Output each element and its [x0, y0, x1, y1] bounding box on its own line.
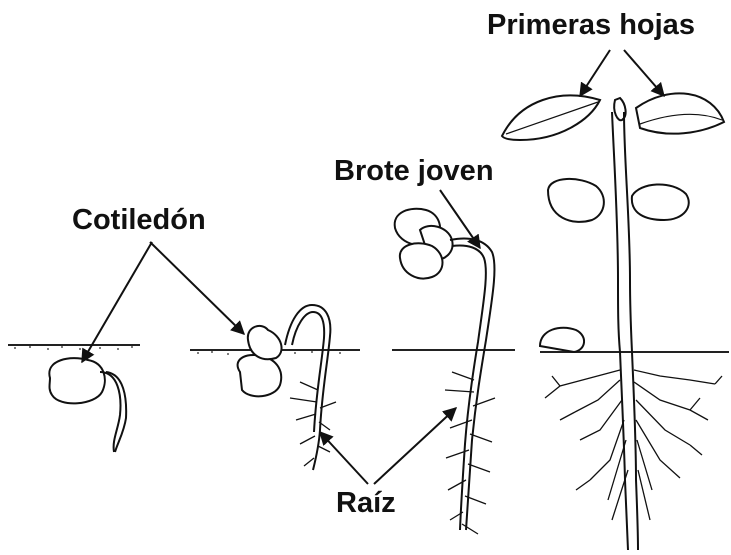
- seed-stage-2: [238, 305, 336, 470]
- seed-stage-3: [395, 209, 495, 534]
- seed-stage-1: [49, 358, 126, 452]
- arrow-first-leaves-2: [624, 50, 664, 96]
- seed-stage-4: [502, 93, 724, 550]
- arrow-cotyledon-2: [150, 242, 244, 334]
- label-cotyledon: Cotiledón: [72, 206, 206, 235]
- label-first-leaves: Primeras hojas: [487, 11, 695, 40]
- label-young-shoot: Brote joven: [334, 157, 494, 186]
- arrow-first-leaves-1: [580, 50, 610, 96]
- arrow-root-2: [374, 408, 456, 484]
- label-root: Raíz: [336, 489, 396, 518]
- arrow-root-1: [320, 432, 368, 484]
